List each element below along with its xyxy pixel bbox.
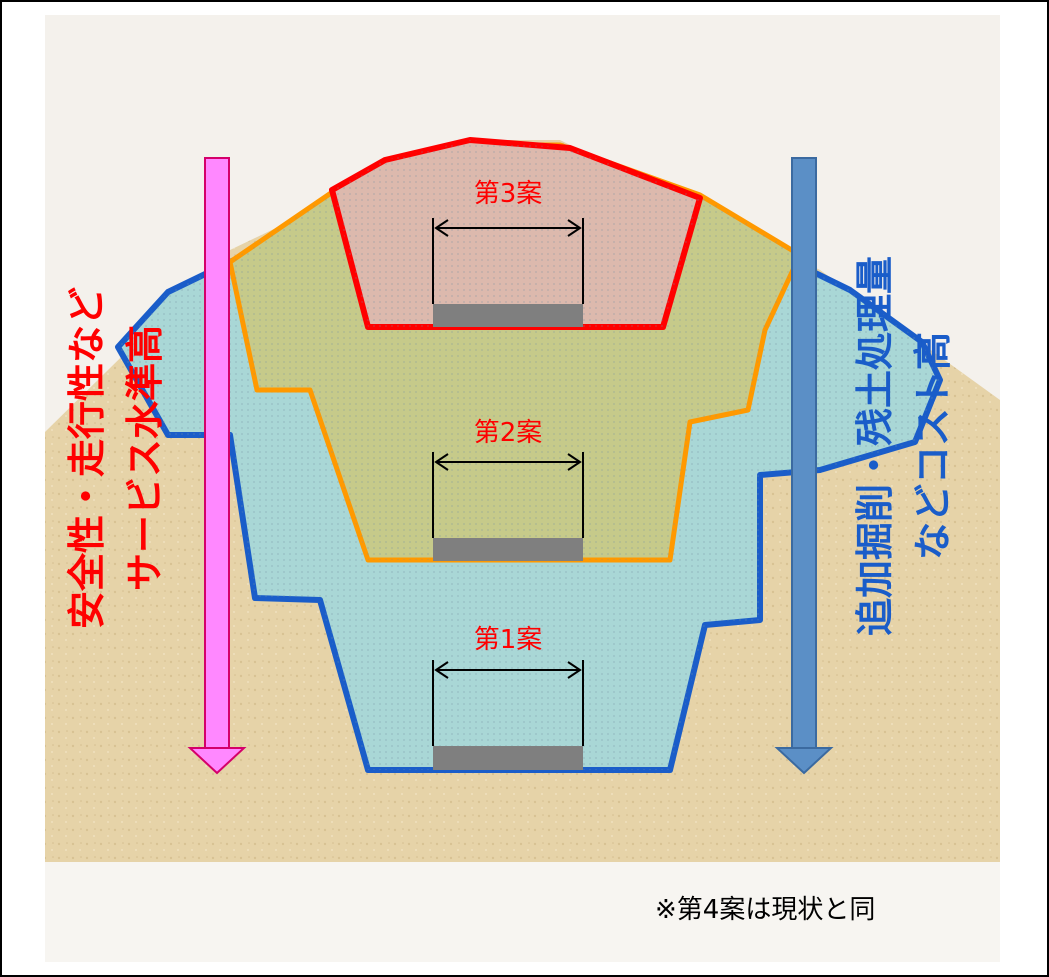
plan1-label: 第1案 (474, 625, 543, 655)
plan4-note: ※第4案は現状と同 (655, 895, 875, 925)
plan3-width-marker (432, 218, 584, 304)
plan1-width-marker (432, 660, 584, 746)
plan3-road-slab (433, 304, 583, 327)
cost-arrow (774, 157, 834, 775)
plan2-label: 第2案 (474, 418, 543, 448)
left-arrow-text-line2: サービス水準高 (123, 325, 167, 591)
left-arrow-text-line1: 安全性・走行性など (65, 287, 109, 629)
plan2-width-marker (432, 452, 584, 538)
bottom-band (45, 862, 1000, 962)
plan3-texture (332, 140, 700, 327)
right-arrow-text-line2: などコスト高 (911, 332, 955, 560)
right-arrow-text-line1: 追加掘削・残土処理量 (853, 256, 897, 636)
plan1-road-slab (433, 746, 583, 770)
plan2-road-slab (433, 538, 583, 561)
plan3-label: 第3案 (474, 179, 543, 209)
service-level-arrow (187, 157, 247, 775)
